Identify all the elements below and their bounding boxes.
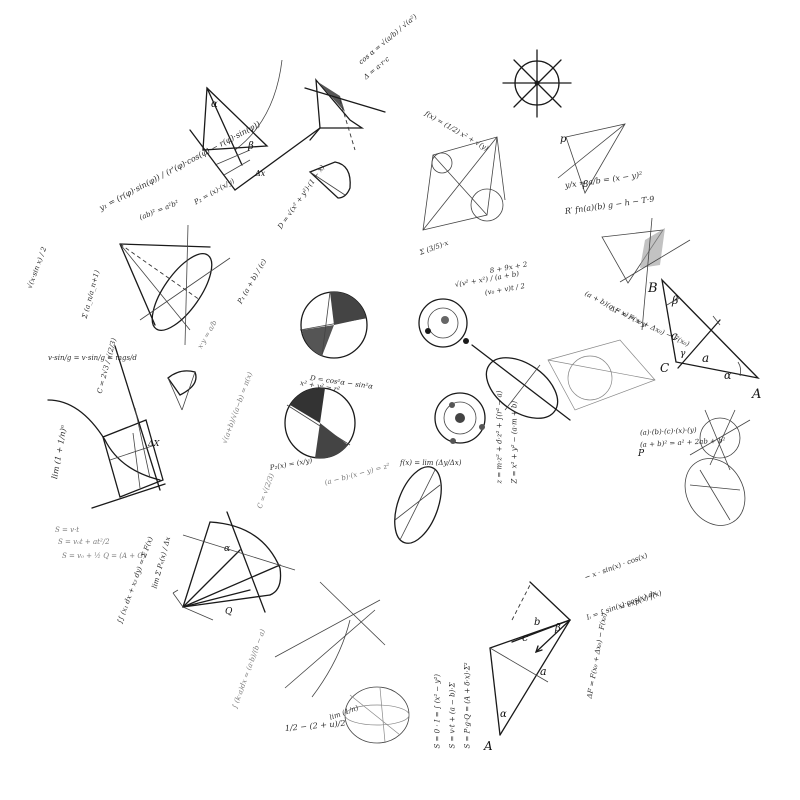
triangle-with-arc-diagram (189, 59, 321, 191)
geometry-label: B (648, 281, 658, 296)
cone-diagram (308, 161, 351, 199)
geometry-label: α (224, 544, 231, 554)
handwritten-formula: S = 0 · I = ∫ (x² − y²) (433, 674, 442, 749)
handwritten-formula: S = v₀t + at²/2 (58, 538, 110, 546)
handwritten-formula: z = m·z² + d·z² + ∫(r² − a) (495, 390, 504, 484)
kite-with-circles-diagram (422, 136, 506, 231)
handwritten-formula: Z = x² + y² − (a·m + b) (510, 400, 519, 484)
cross-circle-diagram (689, 409, 751, 471)
vector-triangle-diagram (489, 581, 571, 736)
hatched-triangle-diagram (304, 78, 386, 151)
geometry-label: p (560, 134, 567, 145)
geometry-label: Q (225, 607, 233, 617)
geometry-label: α (500, 709, 507, 720)
curve-graph-diagram (47, 345, 166, 509)
handwritten-formula: S = v·t (55, 526, 80, 534)
handwritten-formula: S = P·g·Q = (A + δ·x)·Σ² (463, 662, 472, 749)
quad-circle-diagram (547, 339, 656, 411)
geometry-label: α (211, 99, 218, 110)
triangle-abc-diagram (661, 278, 760, 380)
left-cone-diagram (119, 224, 231, 346)
geometry-label: β (248, 141, 254, 152)
handwritten-formula: v·sin/g = v·sin/g = mgs/d (48, 354, 137, 362)
graph-lines-diagram (274, 581, 386, 698)
hatched-ellipse-diagram (394, 466, 442, 544)
pyramid-arrow-diagram (172, 511, 296, 621)
geometry-label: γ (680, 349, 686, 359)
compass-wheel-icon (502, 49, 572, 118)
ellipse-diagram (471, 344, 571, 421)
geometry-label: Δx (255, 169, 266, 178)
geometry-label: β (672, 294, 679, 307)
right-ellipse-diagram (684, 458, 746, 526)
small-cone-diagram (167, 370, 197, 411)
shaded-triangle-diagram (601, 217, 691, 331)
geometry-label: β (555, 623, 561, 634)
handwritten-formula: S = v·t + (a − b)·Σ (448, 682, 457, 749)
handwritten-formula: f(x) = lim (Δy/Δx) (400, 459, 462, 467)
geometry-label: A (484, 739, 493, 753)
shaded-circle-lower (284, 387, 356, 459)
geometry-label: b (534, 617, 541, 628)
geometry-label: c (522, 631, 529, 644)
handwritten-formula: S = v₀ + ½ Q = (A + G) (62, 552, 146, 560)
right-triangle-diagram (557, 123, 626, 194)
geometry-label: β (583, 180, 589, 190)
geometry-label: P (638, 449, 645, 459)
geometry-label: ΔX (148, 439, 160, 448)
atom-orbit-upper (418, 298, 469, 348)
geometry-label: C (660, 361, 670, 375)
shaded-circle-upper (299, 291, 368, 359)
geometry-label: a (702, 351, 710, 365)
geometry-label: c (671, 329, 678, 343)
geometry-label: a (540, 665, 547, 678)
geometry-label: α (724, 369, 732, 382)
geometry-label: A (752, 387, 762, 402)
atom-orbit-lower (434, 392, 486, 444)
sphere-diagram (344, 686, 410, 744)
